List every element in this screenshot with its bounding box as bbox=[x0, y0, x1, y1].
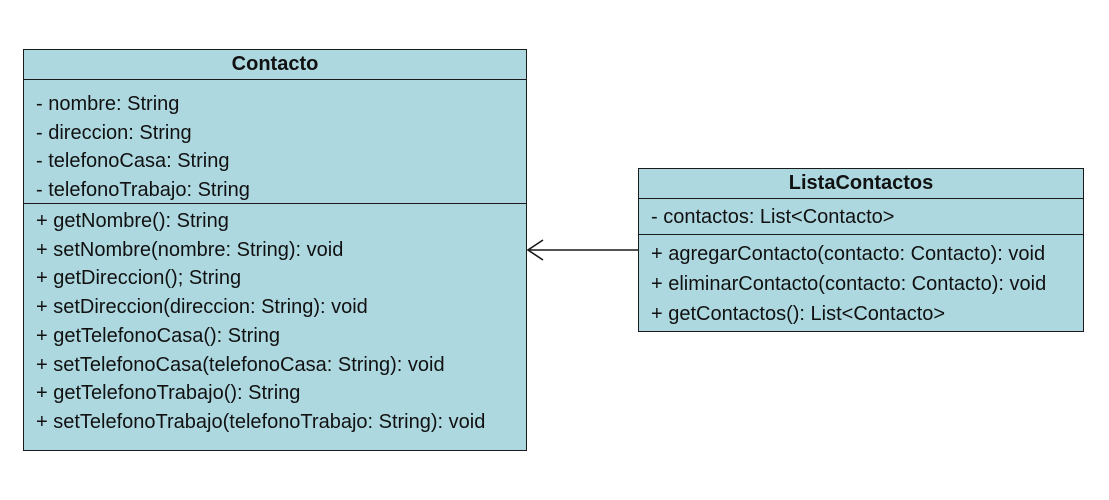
method: + setTelefonoCasa(telefonoCasa: String):… bbox=[36, 353, 445, 376]
method: + getTelefonoCasa(): String bbox=[36, 324, 281, 347]
attributes-compartment: - nombre: String - direccion: String - t… bbox=[24, 80, 526, 204]
method: + setDireccion(direccion: String): void bbox=[36, 296, 368, 319]
attribute: - direccion: String bbox=[36, 121, 192, 144]
method: + setTelefonoTrabajo(telefonoTrabajo: St… bbox=[36, 410, 486, 433]
open-arrowhead-icon bbox=[526, 239, 544, 261]
method: + getDireccion(); String bbox=[36, 267, 242, 290]
method: + eliminarContacto(contacto: Contacto): … bbox=[651, 273, 1047, 295]
attribute: - telefonoCasa: String bbox=[36, 150, 230, 173]
attribute: - telefonoTrabajo: String bbox=[36, 179, 250, 202]
class-lista-contactos[interactable]: ListaContactos - contactos: List<Contact… bbox=[638, 168, 1084, 332]
method: + getNombre(): String bbox=[36, 210, 229, 232]
methods-compartment: + getNombre(): String + setNombre(nombre… bbox=[24, 204, 526, 443]
method: + agregarContacto(contacto: Contacto): v… bbox=[651, 243, 1046, 265]
method: + getTelefonoTrabajo(): String bbox=[36, 382, 301, 405]
attributes-compartment: - contactos: List<Contacto> bbox=[639, 199, 1083, 235]
method: + getContactos(): List<Contacto> bbox=[651, 303, 946, 325]
method: + setNombre(nombre: String): void bbox=[36, 238, 344, 261]
class-contacto[interactable]: Contacto - nombre: String - direccion: S… bbox=[23, 49, 527, 451]
attribute: - nombre: String bbox=[36, 93, 180, 115]
attribute: - contactos: List<Contacto> bbox=[651, 206, 895, 228]
methods-compartment: + agregarContacto(contacto: Contacto): v… bbox=[639, 235, 1083, 333]
class-name: Contacto bbox=[24, 50, 526, 80]
class-name: ListaContactos bbox=[639, 169, 1083, 199]
